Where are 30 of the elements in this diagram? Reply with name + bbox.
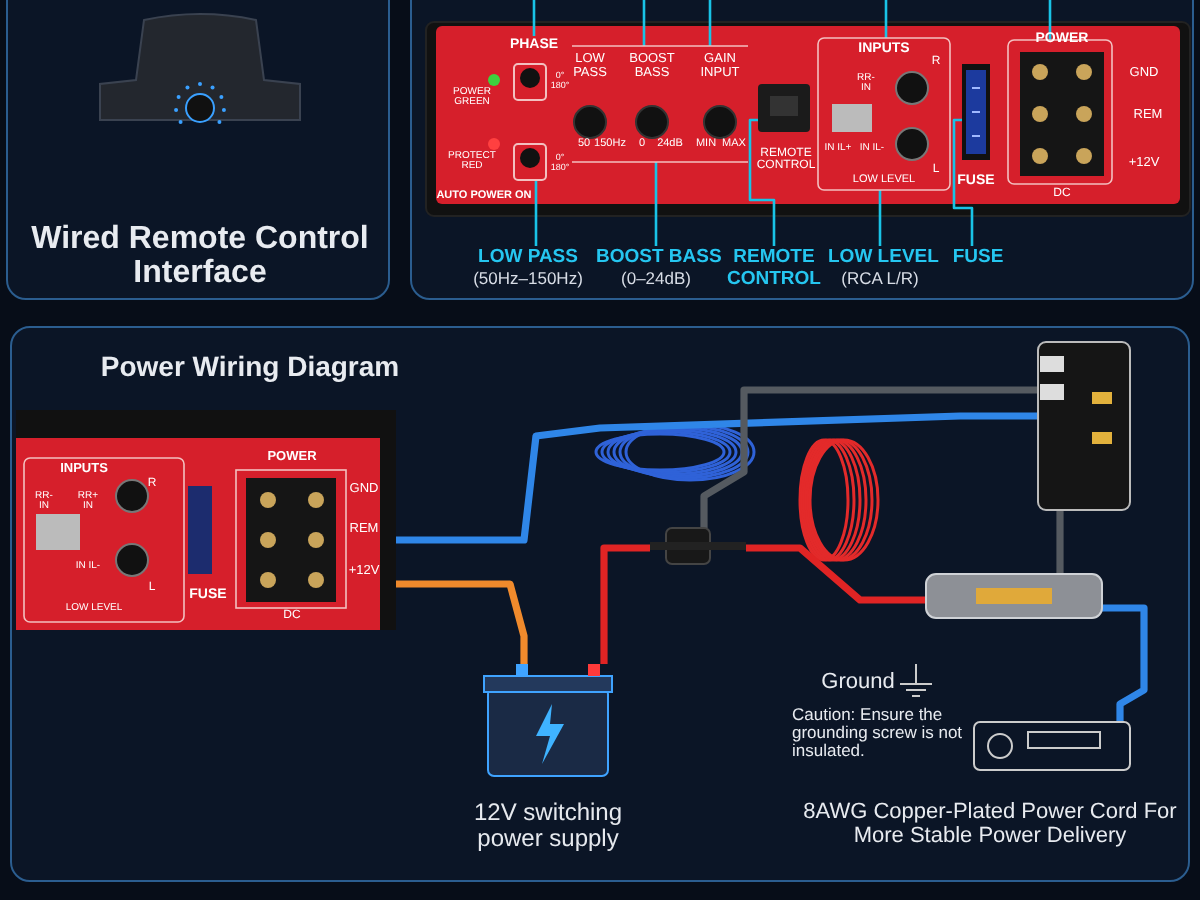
leader-line [952, 118, 974, 246]
callout-title: LOW PASS [476, 246, 580, 268]
leader-line [654, 162, 658, 246]
wire [746, 544, 926, 604]
callout-title: BOOST BASS [596, 246, 716, 268]
callout-title: FUSE [950, 246, 1006, 268]
leader-line [534, 180, 538, 246]
leader-line [642, 0, 646, 46]
leader-line [532, 0, 536, 36]
ground-label: Ground [819, 672, 897, 696]
caution-note: Caution: Ensure the grounding screw is not insulated. [792, 706, 965, 760]
callout-subtitle: (50Hz–150Hz) [471, 268, 585, 288]
wire [1102, 604, 1148, 722]
leader-line [748, 118, 776, 246]
callout-title: REMOTE CONTROL [725, 246, 823, 290]
leader-line [708, 0, 712, 46]
wire [396, 580, 528, 664]
battery-label: 12V switching power supply [471, 800, 625, 851]
leader-line [878, 190, 882, 246]
leader-line [1048, 0, 1052, 40]
wire [700, 386, 1038, 528]
leader-line [884, 0, 888, 38]
wire [1056, 510, 1064, 574]
wire [600, 544, 650, 664]
wire [396, 412, 1038, 544]
callout-subtitle: (RCA L/R) [839, 268, 921, 288]
cable-note: 8AWG Copper-Plated Power Cord For More Stable Power Delivery [801, 802, 1179, 849]
callout-subtitle: (0–24dB) [619, 268, 693, 288]
section-heading: Wired Remote Control Interface [29, 224, 371, 292]
section-heading: Power Wiring Diagram [98, 352, 402, 382]
